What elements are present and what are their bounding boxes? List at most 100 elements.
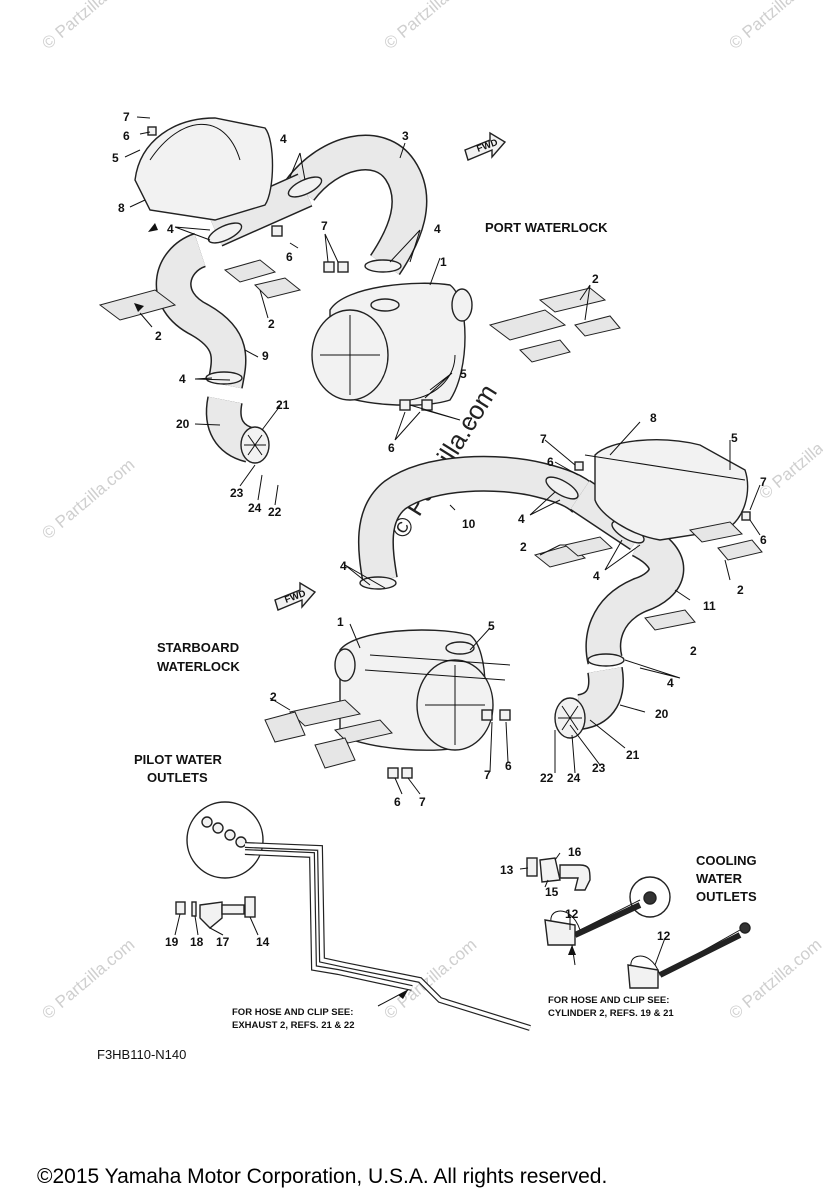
cooling-water-outlets-assembly: [526, 857, 751, 989]
title-pilot-line1: PILOT WATER: [134, 752, 222, 767]
watermark: © Partzilla.com: [755, 415, 823, 503]
callout-20: 20: [655, 707, 669, 721]
callout-4: 4: [667, 676, 674, 690]
connector-14: [244, 896, 256, 918]
pad-2: [519, 339, 571, 363]
callout-4: 4: [518, 512, 525, 526]
note-cylinder-line1: FOR HOSE AND CLIP SEE:: [548, 995, 669, 1006]
callout-8: 8: [650, 411, 657, 425]
callout-2: 2: [592, 272, 599, 286]
leader-lines: [124, 116, 761, 1007]
callout-6: 6: [505, 759, 512, 773]
watermark: © Partzilla.com: [725, 935, 823, 1023]
watermark: © Partzilla.com: [725, 0, 823, 53]
callout-3: 3: [402, 129, 409, 143]
callout-22: 22: [540, 771, 554, 785]
callout-12: 12: [657, 929, 671, 943]
callout-23: 23: [592, 761, 606, 775]
callout-7: 7: [484, 768, 491, 782]
callout-5: 5: [488, 619, 495, 633]
callout-2: 2: [270, 690, 277, 704]
callout-2: 2: [155, 329, 162, 343]
fwd-arrow-starboard: FWD: [274, 581, 317, 611]
callout-18: 18: [190, 935, 204, 949]
callout-7: 7: [540, 432, 547, 446]
strap-5: [584, 454, 746, 481]
callout-4: 4: [593, 569, 600, 583]
strap-5: [409, 354, 456, 401]
callout-1: 1: [337, 615, 344, 629]
callout-13: 13: [500, 863, 514, 877]
title-pilot-line2: OUTLETS: [147, 770, 208, 785]
callout-24: 24: [567, 771, 581, 785]
callout-9: 9: [262, 349, 269, 363]
callout-2: 2: [268, 317, 275, 331]
title-starboard-line1: STARBOARD: [157, 640, 239, 655]
section-titles: PORT WATERLOCK STARBOARD WATERLOCK PILOT…: [134, 220, 757, 904]
watermark: © Partzilla.com: [38, 935, 138, 1023]
callout-7: 7: [321, 219, 328, 233]
starboard-waterlock-assembly: [264, 439, 763, 779]
bolt-13: [526, 857, 538, 877]
pilot-water-outlets-assembly: [175, 801, 531, 1031]
callout-4: 4: [434, 222, 441, 236]
washer-18: [191, 901, 197, 917]
clamp-4: [359, 576, 397, 590]
port-waterlock-assembly: [98, 117, 621, 464]
nut-19: [175, 901, 186, 915]
callout-1: 1: [440, 255, 447, 269]
pad-2: [488, 309, 567, 341]
callout-7: 7: [466, 415, 473, 429]
callout-6: 6: [286, 250, 293, 264]
title-starboard-line2: WATERLOCK: [157, 659, 240, 674]
watermark: © Partzilla.com: [38, 0, 138, 53]
pad-2: [574, 315, 621, 337]
copyright-notice: ©2015 Yamaha Motor Corporation, U.S.A. A…: [37, 1165, 607, 1188]
callout-4: 4: [179, 372, 186, 386]
callout-23: 23: [230, 486, 244, 500]
reference-notes: FOR HOSE AND CLIP SEE: EXHAUST 2, REFS. …: [232, 995, 674, 1031]
callout-2: 2: [737, 583, 744, 597]
fitting-17: [199, 901, 223, 929]
callout-17: 17: [216, 935, 230, 949]
callout-2: 2: [520, 540, 527, 554]
pad-2: [223, 259, 277, 283]
callout-11: 11: [703, 599, 716, 613]
title-cooling-line3: OUTLETS: [696, 889, 757, 904]
callout-5: 5: [112, 151, 119, 165]
clamp-4: [364, 259, 402, 273]
watermark: © Partzilla.com: [38, 455, 138, 543]
callout-6: 6: [123, 129, 130, 143]
title-cooling-line2: WATER: [696, 871, 743, 886]
resonator-box-8-starboard: [594, 439, 749, 541]
callout-24: 24: [248, 501, 262, 515]
callout-14: 14: [256, 935, 270, 949]
title-port-waterlock: PORT WATERLOCK: [485, 220, 608, 235]
clamp-4: [587, 653, 625, 667]
diagram-code: F3HB110-N140: [97, 1047, 186, 1062]
clip-6: [147, 126, 157, 136]
callout-16: 16: [568, 845, 582, 859]
resonator-box-8: [134, 117, 274, 221]
callout-12: 12: [565, 907, 579, 921]
elbow-16: [559, 864, 591, 891]
clamp-4: [545, 476, 579, 500]
callout-7: 7: [419, 795, 426, 809]
callouts: 7 6 5 8 4 3 4 7 6 4 1 2 2 2 9 4 5 7 6 20…: [112, 110, 767, 949]
callout-4: 4: [280, 132, 287, 146]
callout-4: 4: [167, 222, 174, 236]
callout-15: 15: [545, 885, 559, 899]
callout-6: 6: [547, 455, 554, 469]
title-cooling-line1: COOLING: [696, 853, 757, 868]
detail-circle: [186, 801, 264, 879]
callout-5: 5: [731, 431, 738, 445]
clamp-4: [207, 222, 243, 244]
note-exhaust-line1: FOR HOSE AND CLIP SEE:: [232, 1007, 353, 1018]
callout-22: 22: [268, 505, 282, 519]
fwd-arrow-port: FWD: [464, 131, 507, 161]
pad-2: [538, 287, 607, 313]
callout-10: 10: [462, 517, 476, 531]
plate-15: [539, 857, 561, 883]
callout-21: 21: [626, 748, 640, 762]
